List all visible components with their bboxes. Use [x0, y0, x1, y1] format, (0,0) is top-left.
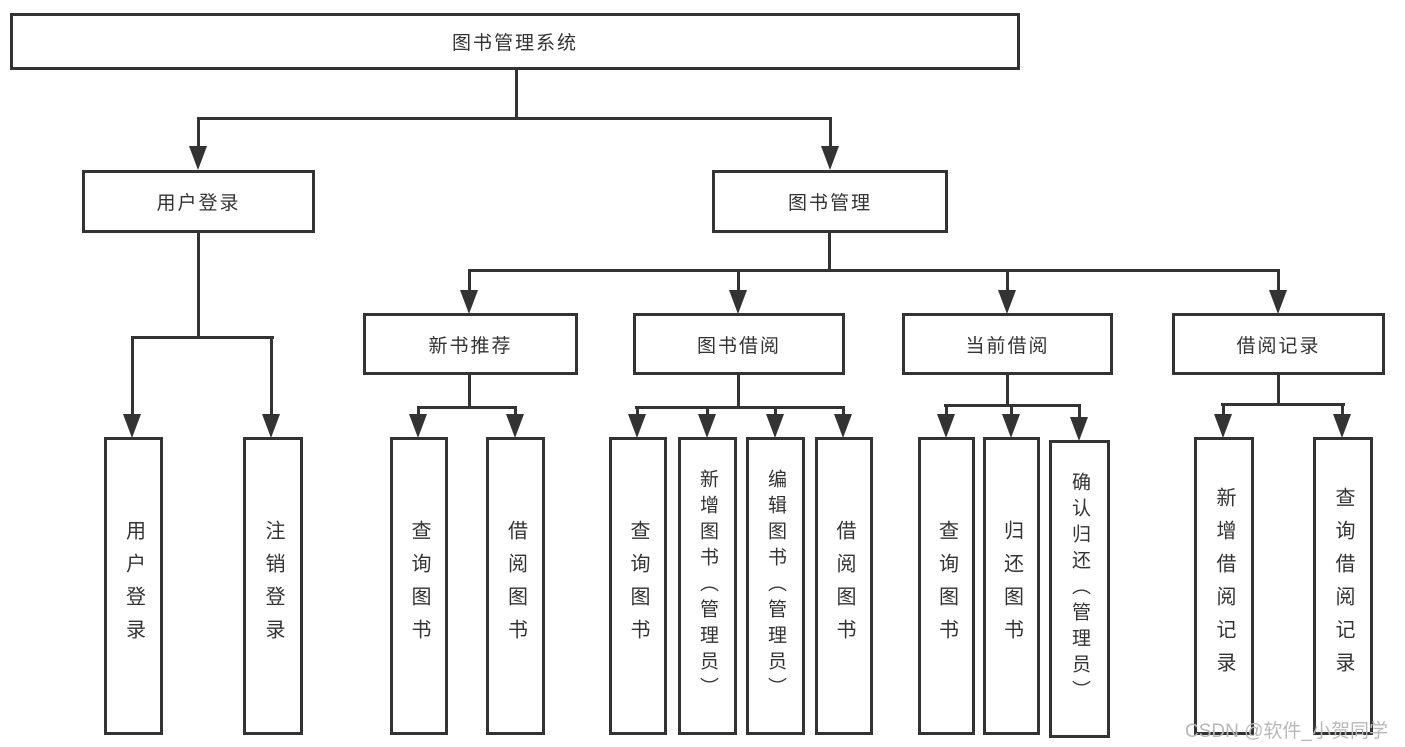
- leaf-bb-borrow-books-label: 借阅图书: [833, 520, 855, 652]
- connector-book-borrow-rail: [635, 406, 845, 409]
- connector-book-borrow-shaft: [737, 269, 740, 295]
- node-current-borrowing: 当前借阅: [902, 313, 1113, 375]
- connector-rc-query-shaft: [1341, 403, 1344, 418]
- leaf-logout: 注销登录: [243, 437, 303, 735]
- leaf-logout-label: 注销登录: [262, 520, 284, 652]
- arrowhead-borrow-records-icon: [1269, 290, 1287, 314]
- leaf-bb-query-books-label: 查询图书: [627, 520, 649, 652]
- leaf-rc-query-record: 查询借阅记录: [1313, 437, 1373, 735]
- connector-borrow-records-shaft: [1277, 269, 1280, 295]
- connector-user-login-stub: [197, 233, 200, 339]
- arrowhead-bb-add-icon: [698, 414, 716, 438]
- arrowhead-nb-borrow-icon: [506, 414, 524, 438]
- node-root-system: 图书管理系统: [10, 13, 1020, 70]
- node-current-borrowing-label: 当前借阅: [965, 335, 1050, 357]
- connector-leaf-logout-shaft: [270, 336, 273, 418]
- connector-root-stub: [515, 70, 518, 119]
- leaf-user-login: 用户登录: [104, 437, 163, 735]
- connector-leaf-login-shaft: [131, 336, 134, 418]
- node-new-book-recommend: 新书推荐: [363, 313, 578, 375]
- node-new-book-recommend-label: 新书推荐: [428, 335, 513, 357]
- connector-borrow-records-rail: [1221, 403, 1345, 406]
- arrowhead-book-mgmt-icon: [821, 146, 839, 170]
- connector-book-mgmt-stub: [828, 233, 831, 272]
- node-book-management-label: 图书管理: [787, 193, 872, 214]
- node-book-management: 图书管理: [712, 170, 948, 233]
- connector-bb-add-shaft: [706, 406, 709, 418]
- leaf-user-login-label: 用户登录: [122, 520, 145, 652]
- node-root-label: 图书管理系统: [451, 33, 578, 54]
- leaf-cb-query-books: 查询图书: [918, 437, 975, 735]
- arrowhead-leaf-login-icon: [123, 414, 141, 438]
- leaf-rc-add-record: 新增借阅记录: [1194, 437, 1254, 735]
- arrowhead-leaf-logout-icon: [262, 414, 280, 438]
- leaf-bb-edit-books-admin-label: 编辑图书（管理员）: [765, 469, 786, 703]
- connector-nb-query-shaft: [417, 406, 420, 418]
- node-book-borrowing: 图书借阅: [633, 313, 845, 375]
- leaf-cb-return-books-label: 归还图书: [1000, 520, 1023, 652]
- leaf-bb-borrow-books: 借阅图书: [815, 437, 873, 735]
- arrowhead-nb-query-icon: [409, 414, 427, 438]
- leaf-cb-confirm-return-admin-label: 确认归还（管理员）: [1069, 472, 1090, 706]
- arrowhead-bb-edit-icon: [766, 414, 784, 438]
- node-borrowing-records-label: 借阅记录: [1236, 335, 1321, 357]
- connector-borrow-records-stub: [1277, 375, 1280, 406]
- connector-nb-borrow-shaft: [514, 406, 517, 418]
- leaf-nb-query-books: 查询图书: [390, 437, 448, 735]
- arrowhead-bb-borrow-icon: [834, 414, 852, 438]
- csdn-watermark: CSDN @软件_小贺同学: [1185, 721, 1388, 742]
- node-book-borrowing-label: 图书借阅: [696, 335, 781, 357]
- arrowhead-current-borrow-icon: [998, 290, 1016, 314]
- connector-user-login-shaft: [197, 117, 200, 151]
- leaf-cb-confirm-return-admin: 确认归还（管理员）: [1049, 440, 1110, 738]
- connector-new-books-stub: [468, 375, 471, 409]
- arrowhead-cb-confirm-icon: [1070, 417, 1088, 441]
- arrowhead-book-borrow-icon: [729, 290, 747, 314]
- connector-book-mgmt-shaft: [829, 117, 832, 151]
- connector-bb-borrow-shaft: [842, 406, 845, 418]
- leaf-bb-add-books-admin: 新增图书（管理员）: [678, 437, 737, 735]
- connector-cb-query-shaft: [945, 404, 948, 418]
- leaf-nb-borrow-books-label: 借阅图书: [504, 520, 527, 652]
- leaf-bb-add-books-admin-label: 新增图书（管理员）: [697, 469, 718, 703]
- arrowhead-rc-query-icon: [1333, 414, 1351, 438]
- connector-book-borrow-stub: [737, 375, 740, 409]
- leaf-rc-query-record-label: 查询借阅记录: [1332, 487, 1354, 685]
- leaf-rc-add-record-label: 新增借阅记录: [1213, 487, 1235, 685]
- arrowhead-new-books-icon: [460, 290, 478, 314]
- arrowhead-rc-add-icon: [1214, 414, 1232, 438]
- arrowhead-user-login-icon: [189, 146, 207, 170]
- connector-new-books-shaft: [468, 269, 471, 295]
- arrowhead-cb-query-icon: [937, 414, 955, 438]
- arrowhead-bb-query-icon: [628, 414, 646, 438]
- leaf-nb-borrow-books: 借阅图书: [486, 437, 545, 735]
- leaf-bb-edit-books-admin: 编辑图书（管理员）: [746, 437, 805, 735]
- leaf-cb-query-books-label: 查询图书: [935, 520, 958, 652]
- node-user-login: 用户登录: [82, 170, 315, 233]
- connector-level3-rail: [468, 269, 1280, 272]
- connector-level2-rail: [197, 117, 832, 120]
- connector-rc-add-shaft: [1222, 403, 1225, 418]
- connector-cb-confirm-shaft: [1078, 404, 1081, 421]
- connector-current-borrow-shaft: [1006, 269, 1009, 295]
- connector-current-borrow-stub: [1006, 375, 1009, 407]
- connector-bb-edit-shaft: [774, 406, 777, 418]
- node-borrowing-records: 借阅记录: [1172, 313, 1385, 375]
- leaf-nb-query-books-label: 查询图书: [408, 520, 430, 652]
- node-user-login-label: 用户登录: [156, 193, 241, 214]
- connector-cb-return-shaft: [1010, 404, 1013, 418]
- connector-bb-query-shaft: [636, 406, 639, 418]
- connector-new-books-rail: [417, 406, 517, 409]
- leaf-cb-return-books: 归还图书: [983, 437, 1040, 735]
- leaf-bb-query-books: 查询图书: [609, 437, 667, 735]
- arrowhead-cb-return-icon: [1002, 414, 1020, 438]
- connector-user-login-rail: [132, 336, 274, 339]
